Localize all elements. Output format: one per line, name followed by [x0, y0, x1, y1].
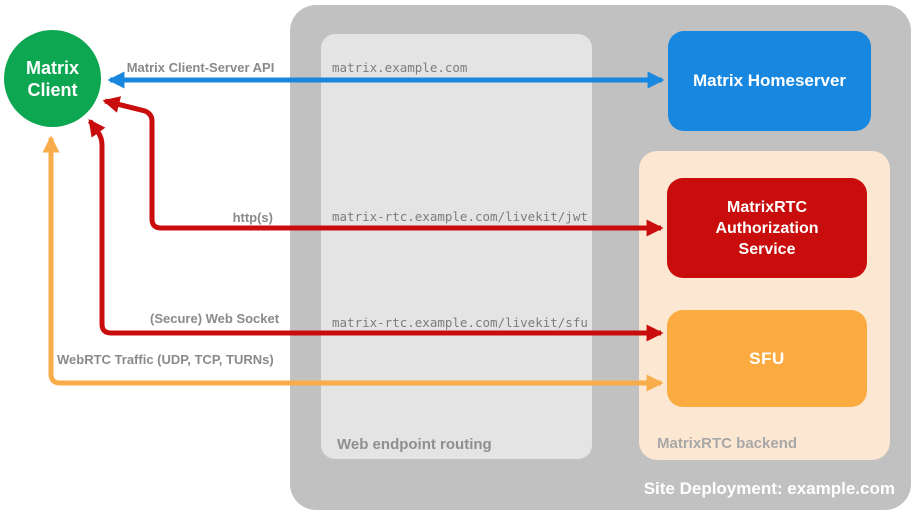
web-endpoint-routing-label: Web endpoint routing	[337, 436, 492, 453]
sfu-node: SFU	[667, 310, 867, 407]
arrow-label-secure-web-socket: (Secure) Web Socket	[150, 311, 280, 326]
route-livekit-jwt-path: matrix-rtc.example.com/livekit/jwt	[332, 209, 588, 224]
matrix-homeserver-label: Matrix Homeserver	[692, 71, 847, 90]
route-livekit-sfu-path: matrix-rtc.example.com/livekit/sfu	[332, 315, 588, 330]
matrixrtc-auth-service-node: MatrixRTC Authorization Service	[667, 178, 867, 278]
site-deployment-label: Site Deployment: example.com	[643, 479, 895, 498]
matrix-homeserver-node: Matrix Homeserver	[668, 31, 871, 131]
arrow-label-https: http(s)	[232, 210, 273, 225]
matrixrtc-backend-label: MatrixRTC backend	[657, 435, 798, 452]
matrixrtc-auth-service-label: MatrixRTC Authorization Service	[715, 198, 819, 258]
matrix-client-label: Matrix Client	[25, 57, 79, 100]
route-homeserver-domain: matrix.example.com	[332, 60, 468, 75]
matrix-client-node: Matrix Client	[4, 30, 101, 127]
web-endpoint-routing-container	[321, 34, 592, 459]
arrow-label-webrtc-traffic: WebRTC Traffic (UDP, TCP, TURNs)	[57, 352, 274, 367]
arrow-label-client-server-api: Matrix Client-Server API	[126, 60, 275, 75]
sfu-label: SFU	[749, 348, 785, 368]
